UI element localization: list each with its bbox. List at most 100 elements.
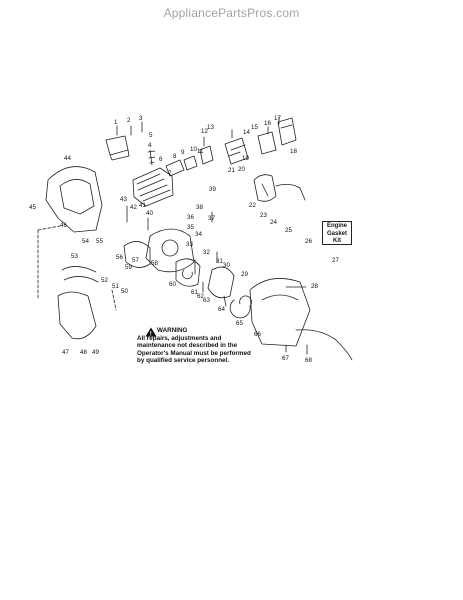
callout-18: 18 bbox=[290, 148, 297, 155]
rewind-spring-part bbox=[229, 295, 252, 319]
callout-38: 38 bbox=[196, 204, 203, 211]
callout-46: 46 bbox=[60, 222, 67, 229]
callout-26: 26 bbox=[305, 238, 312, 245]
starter-housing-part bbox=[175, 258, 201, 287]
gasket-8-part bbox=[165, 159, 185, 177]
callout-45: 45 bbox=[29, 204, 36, 211]
callout-27: 27 bbox=[332, 257, 339, 264]
callout-31: 31 bbox=[216, 258, 223, 265]
rear-housing-part bbox=[249, 278, 311, 347]
callout-68: 68 bbox=[305, 357, 312, 364]
kit-line-1: Engine bbox=[326, 223, 347, 229]
callout-57: 57 bbox=[132, 257, 139, 264]
callout-32: 32 bbox=[203, 249, 210, 256]
callout-40: 40 bbox=[146, 210, 153, 217]
callout-34: 34 bbox=[195, 231, 202, 238]
callout-12: 12 bbox=[201, 128, 208, 135]
callout-48: 48 bbox=[80, 349, 87, 356]
callout-50: 50 bbox=[121, 288, 128, 295]
callout-3: 3 bbox=[139, 115, 143, 122]
callout-65: 65 bbox=[236, 320, 243, 327]
callout-47: 47 bbox=[62, 349, 69, 356]
warning-body: All repairs, adjustments and maintenance… bbox=[137, 334, 251, 365]
callout-51: 51 bbox=[112, 283, 119, 290]
warning-title: WARNING bbox=[157, 327, 188, 334]
callout-15: 15 bbox=[251, 124, 258, 131]
callout-58: 58 bbox=[151, 260, 158, 267]
callout-9: 9 bbox=[181, 149, 185, 156]
callout-11: 11 bbox=[197, 148, 204, 155]
carburetor-part bbox=[224, 137, 249, 165]
callout-10: 10 bbox=[190, 146, 197, 153]
callout-64: 64 bbox=[218, 306, 225, 313]
callout-22: 22 bbox=[249, 202, 256, 209]
callout-43: 43 bbox=[120, 196, 127, 203]
svg-text:!: ! bbox=[150, 332, 152, 337]
flywheel-part bbox=[123, 241, 151, 268]
callout-55: 55 bbox=[96, 238, 103, 245]
muffler-shield-part bbox=[61, 266, 99, 283]
crankcase-part bbox=[145, 228, 195, 273]
callout-21: 21 bbox=[228, 167, 235, 174]
callout-42: 42 bbox=[130, 204, 137, 211]
callout-39: 39 bbox=[209, 186, 216, 193]
callout-67: 67 bbox=[282, 355, 289, 362]
callout-19: 19 bbox=[242, 155, 249, 162]
engine-housing-part bbox=[45, 166, 103, 233]
callout-2: 2 bbox=[127, 117, 131, 124]
callout-29: 29 bbox=[241, 271, 248, 278]
callout-1: 1 bbox=[114, 119, 118, 126]
air-filter-part bbox=[257, 131, 277, 155]
callout-6: 6 bbox=[159, 156, 163, 163]
ignition-wire-part bbox=[275, 184, 306, 201]
recoil-pulley-part bbox=[207, 266, 235, 299]
callout-20: 20 bbox=[238, 166, 245, 173]
callout-25: 25 bbox=[285, 227, 292, 234]
callout-59: 59 bbox=[125, 264, 132, 271]
callout-33: 33 bbox=[186, 241, 193, 248]
callout-61: 61 bbox=[191, 289, 198, 296]
ignition-module-part bbox=[253, 174, 277, 202]
callout-28: 28 bbox=[311, 283, 318, 290]
watermark-text: AppliancePartsPros.com bbox=[163, 6, 300, 20]
callout-56: 56 bbox=[116, 254, 123, 261]
callout-52: 52 bbox=[101, 277, 108, 284]
callout-36: 36 bbox=[187, 214, 194, 221]
gasket-9-part bbox=[183, 155, 198, 171]
callout-60: 60 bbox=[169, 281, 176, 288]
callout-44: 44 bbox=[64, 155, 71, 162]
callout-24: 24 bbox=[270, 219, 277, 226]
callout-30: 30 bbox=[223, 262, 230, 269]
gasket-11-part bbox=[199, 145, 214, 165]
callout-5: 5 bbox=[149, 132, 153, 139]
callout-14: 14 bbox=[243, 129, 250, 136]
cylinder-cover-part bbox=[105, 135, 130, 161]
callout-62: 62 bbox=[197, 293, 204, 300]
callout-13: 13 bbox=[207, 124, 214, 131]
air-cover-part bbox=[277, 117, 297, 146]
callout-16: 16 bbox=[264, 120, 271, 127]
warning-triangle-icon: ! bbox=[145, 327, 157, 337]
callout-4: 4 bbox=[148, 142, 152, 149]
engine-gasket-kit-box: Engine Gasket Kit bbox=[322, 221, 352, 245]
kit-line-3: Kit bbox=[333, 238, 341, 244]
warning-notice: ! WARNING All repairs, adjustments and m… bbox=[137, 327, 251, 365]
callout-17: 17 bbox=[274, 115, 281, 122]
callout-63: 63 bbox=[203, 297, 210, 304]
kit-line-2: Gasket bbox=[326, 230, 347, 237]
callout-7: 7 bbox=[168, 170, 172, 177]
throttle-cable-part bbox=[295, 329, 353, 361]
callout-49: 49 bbox=[92, 349, 99, 356]
callout-53: 53 bbox=[71, 253, 78, 260]
callout-8: 8 bbox=[173, 153, 177, 160]
callout-37: 37 bbox=[208, 215, 215, 222]
callout-35: 35 bbox=[187, 224, 194, 231]
muffler-part bbox=[57, 291, 97, 340]
callout-23: 23 bbox=[260, 212, 267, 219]
cylinder-part bbox=[132, 167, 174, 207]
callout-41: 41 bbox=[139, 202, 146, 209]
spark-plug-part bbox=[147, 149, 156, 166]
callout-66: 66 bbox=[254, 331, 261, 338]
